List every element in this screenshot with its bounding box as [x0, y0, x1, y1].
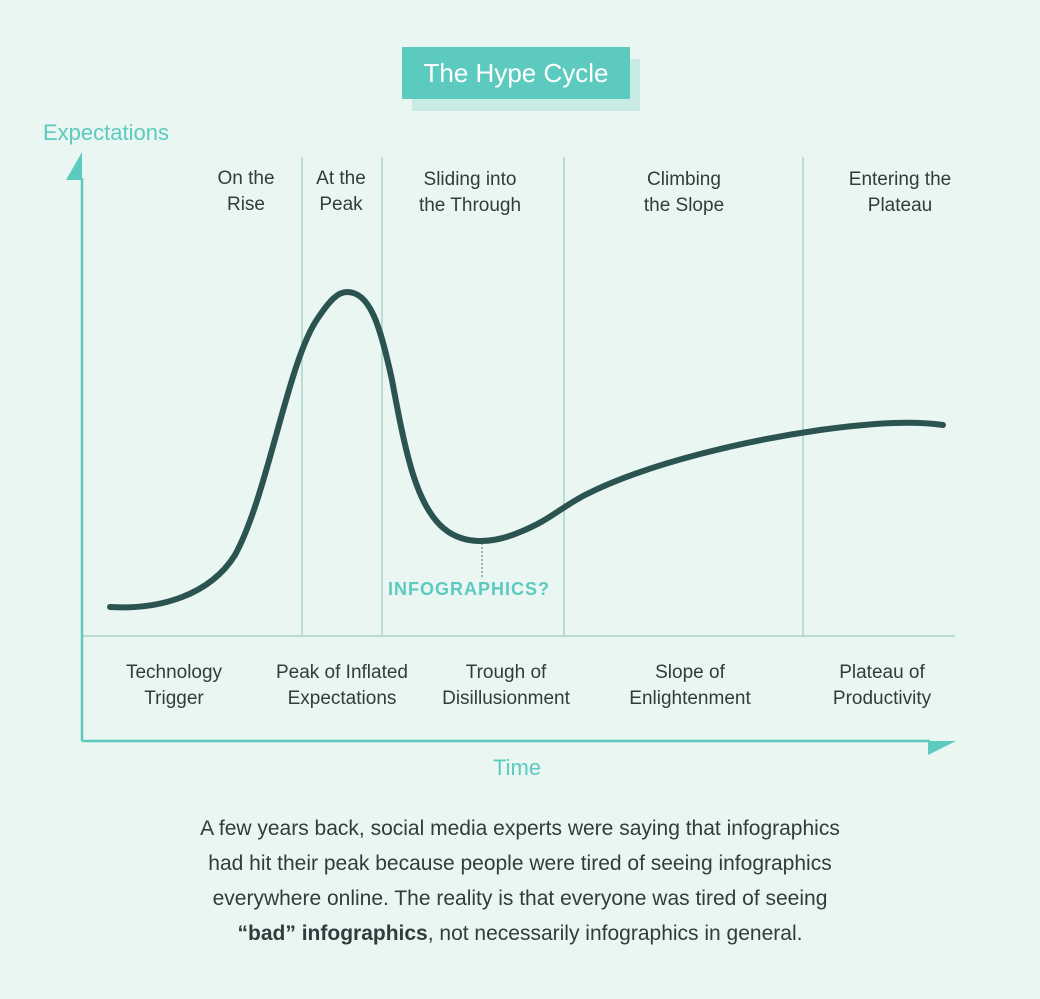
x-axis-arrow	[928, 741, 956, 755]
description-paragraph: A few years back, social media experts w…	[200, 817, 840, 945]
title-banner: The Hype Cycle	[402, 47, 640, 111]
y-axis-arrow	[66, 152, 82, 180]
x-axis-label: Time	[493, 755, 542, 780]
hype-curve	[107, 288, 946, 611]
y-axis-label: Expectations	[43, 120, 169, 145]
page-title: The Hype Cycle	[402, 47, 630, 99]
bold-phrase: “bad” infographics	[237, 922, 428, 945]
infographics-annotation: INFOGRAPHICS?	[388, 579, 551, 599]
